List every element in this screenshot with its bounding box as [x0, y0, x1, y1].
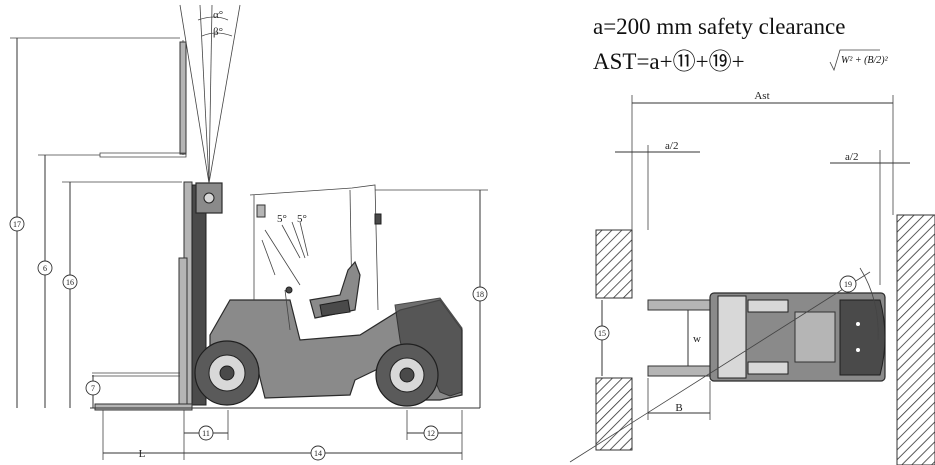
- side-view: α° β° 5° 5°: [9, 4, 488, 461]
- ast-formula: AST=a+⑪+⑲+: [593, 49, 745, 74]
- top-view: Ast a/2 a/2 B w 15 19: [569, 90, 935, 465]
- b-label: B: [675, 402, 682, 414]
- raised-carriage: [99, 40, 187, 158]
- forklift-top: [647, 292, 886, 382]
- marker-18: 18: [472, 286, 488, 302]
- svg-text:7: 7: [91, 384, 95, 393]
- alpha-angle-label: α°: [213, 9, 223, 21]
- svg-text:12: 12: [427, 429, 435, 438]
- a-half-left-label: a/2: [665, 140, 678, 152]
- svg-text:18: 18: [476, 290, 484, 299]
- w-label: w: [693, 333, 701, 345]
- horizontal-dimensions: [102, 410, 463, 460]
- svg-text:15: 15: [598, 329, 606, 338]
- tilt-angle-b: 5°: [297, 213, 307, 225]
- mast: [178, 181, 223, 408]
- svg-text:19: 19: [844, 280, 852, 289]
- steering-tilt-lines: [281, 221, 309, 259]
- left-wall-upper: [595, 229, 633, 299]
- safety-clearance-text: a=200 mm safety clearance: [593, 14, 845, 39]
- ast-label: Ast: [754, 90, 769, 102]
- svg-text:14: 14: [314, 449, 322, 458]
- svg-text:16: 16: [66, 278, 74, 287]
- marker-7: 7: [85, 380, 101, 396]
- tilt-angle-lines: [179, 4, 241, 184]
- beta-angle-label: β°: [213, 26, 223, 38]
- rear-wheel: [375, 343, 439, 407]
- ast-term-11: ⑪: [673, 49, 696, 74]
- marker-16: 16: [62, 274, 78, 290]
- ast-plus-1: +: [696, 49, 709, 74]
- lowered-forks: [92, 372, 193, 411]
- tilt-angle-a: 5°: [277, 213, 287, 225]
- ast-formula-prefix: AST=a+: [593, 49, 673, 74]
- ast-term-19: ⑲: [709, 49, 732, 74]
- right-wall: [896, 214, 935, 465]
- turning-diagonal: [569, 271, 871, 463]
- marker-6: 6: [37, 260, 53, 276]
- clearance-formula: a=200 mm safety clearance AST=a+⑪+⑲+ W² …: [593, 14, 889, 74]
- marker-19: 19: [839, 275, 857, 293]
- ast-dimension: [615, 95, 910, 285]
- marker-11: 11: [198, 425, 214, 441]
- ast-plus-2: +: [732, 49, 745, 74]
- marker-15: 15: [594, 325, 610, 341]
- marker-14: 14: [310, 445, 326, 461]
- marker-17: 17: [9, 216, 25, 232]
- left-wall-lower: [595, 377, 633, 451]
- marker-12: 12: [423, 425, 439, 441]
- turning-arc: [859, 267, 879, 341]
- front-wheel: [194, 340, 260, 406]
- a-half-right-label: a/2: [845, 151, 858, 163]
- sqrt-expression: W² + (B/2)²: [841, 55, 889, 66]
- svg-text:17: 17: [13, 220, 21, 229]
- svg-text:6: 6: [43, 264, 47, 273]
- dim-L-label: L: [139, 448, 146, 460]
- svg-text:11: 11: [202, 429, 210, 438]
